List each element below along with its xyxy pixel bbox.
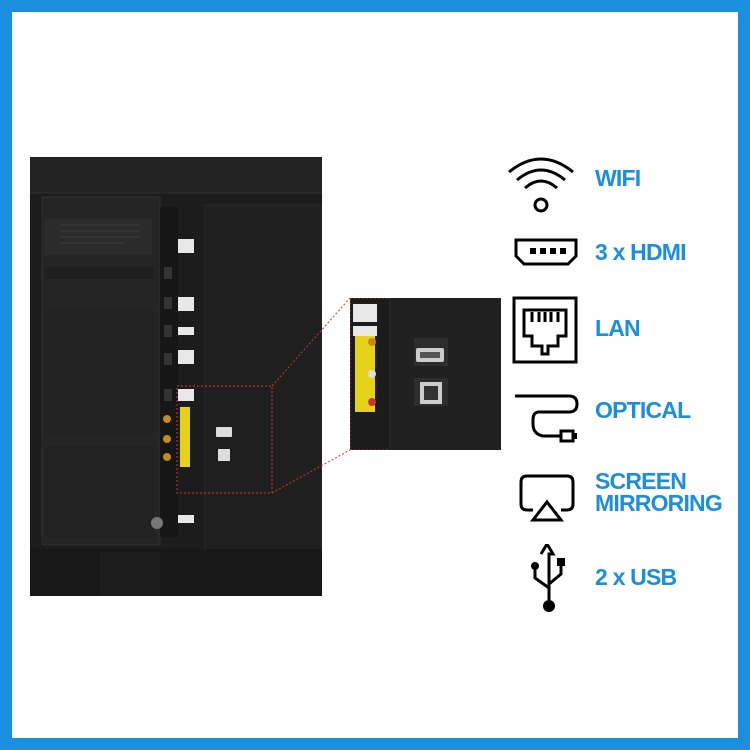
feature-label: OPTICAL — [595, 397, 691, 423]
feature-label: SCREEN MIRRORING — [595, 468, 723, 516]
optical-cable-icon — [513, 390, 579, 453]
zoomed-ports-inset — [349, 297, 502, 451]
feature-label: 3 x HDMI — [595, 239, 687, 265]
feature-label: WIFI — [595, 165, 641, 191]
tv-back-panel-image — [30, 157, 323, 596]
feature-label: 2 x USB — [595, 564, 677, 590]
screen-mirroring-icon — [519, 474, 575, 529]
feature-hdmi: 3 x HDMI — [505, 230, 745, 280]
usb-icon — [527, 543, 571, 619]
feature-screen-mirroring: SCREEN MIRRORING — [505, 470, 745, 530]
lan-port-icon — [512, 296, 578, 369]
feature-wifi: WIFI — [505, 148, 745, 218]
tv-back-panel-svg — [30, 157, 323, 596]
feature-list: WIFI 3 x HDMI LAN — [505, 148, 745, 628]
feature-label: LAN — [595, 315, 641, 341]
hdmi-port-icon — [513, 236, 579, 273]
wifi-icon — [505, 152, 577, 219]
feature-optical: OPTICAL — [505, 388, 745, 448]
feature-lan: LAN — [505, 296, 745, 366]
feature-usb: 2 x USB — [505, 542, 745, 612]
zoomed-ports-svg — [349, 297, 502, 451]
